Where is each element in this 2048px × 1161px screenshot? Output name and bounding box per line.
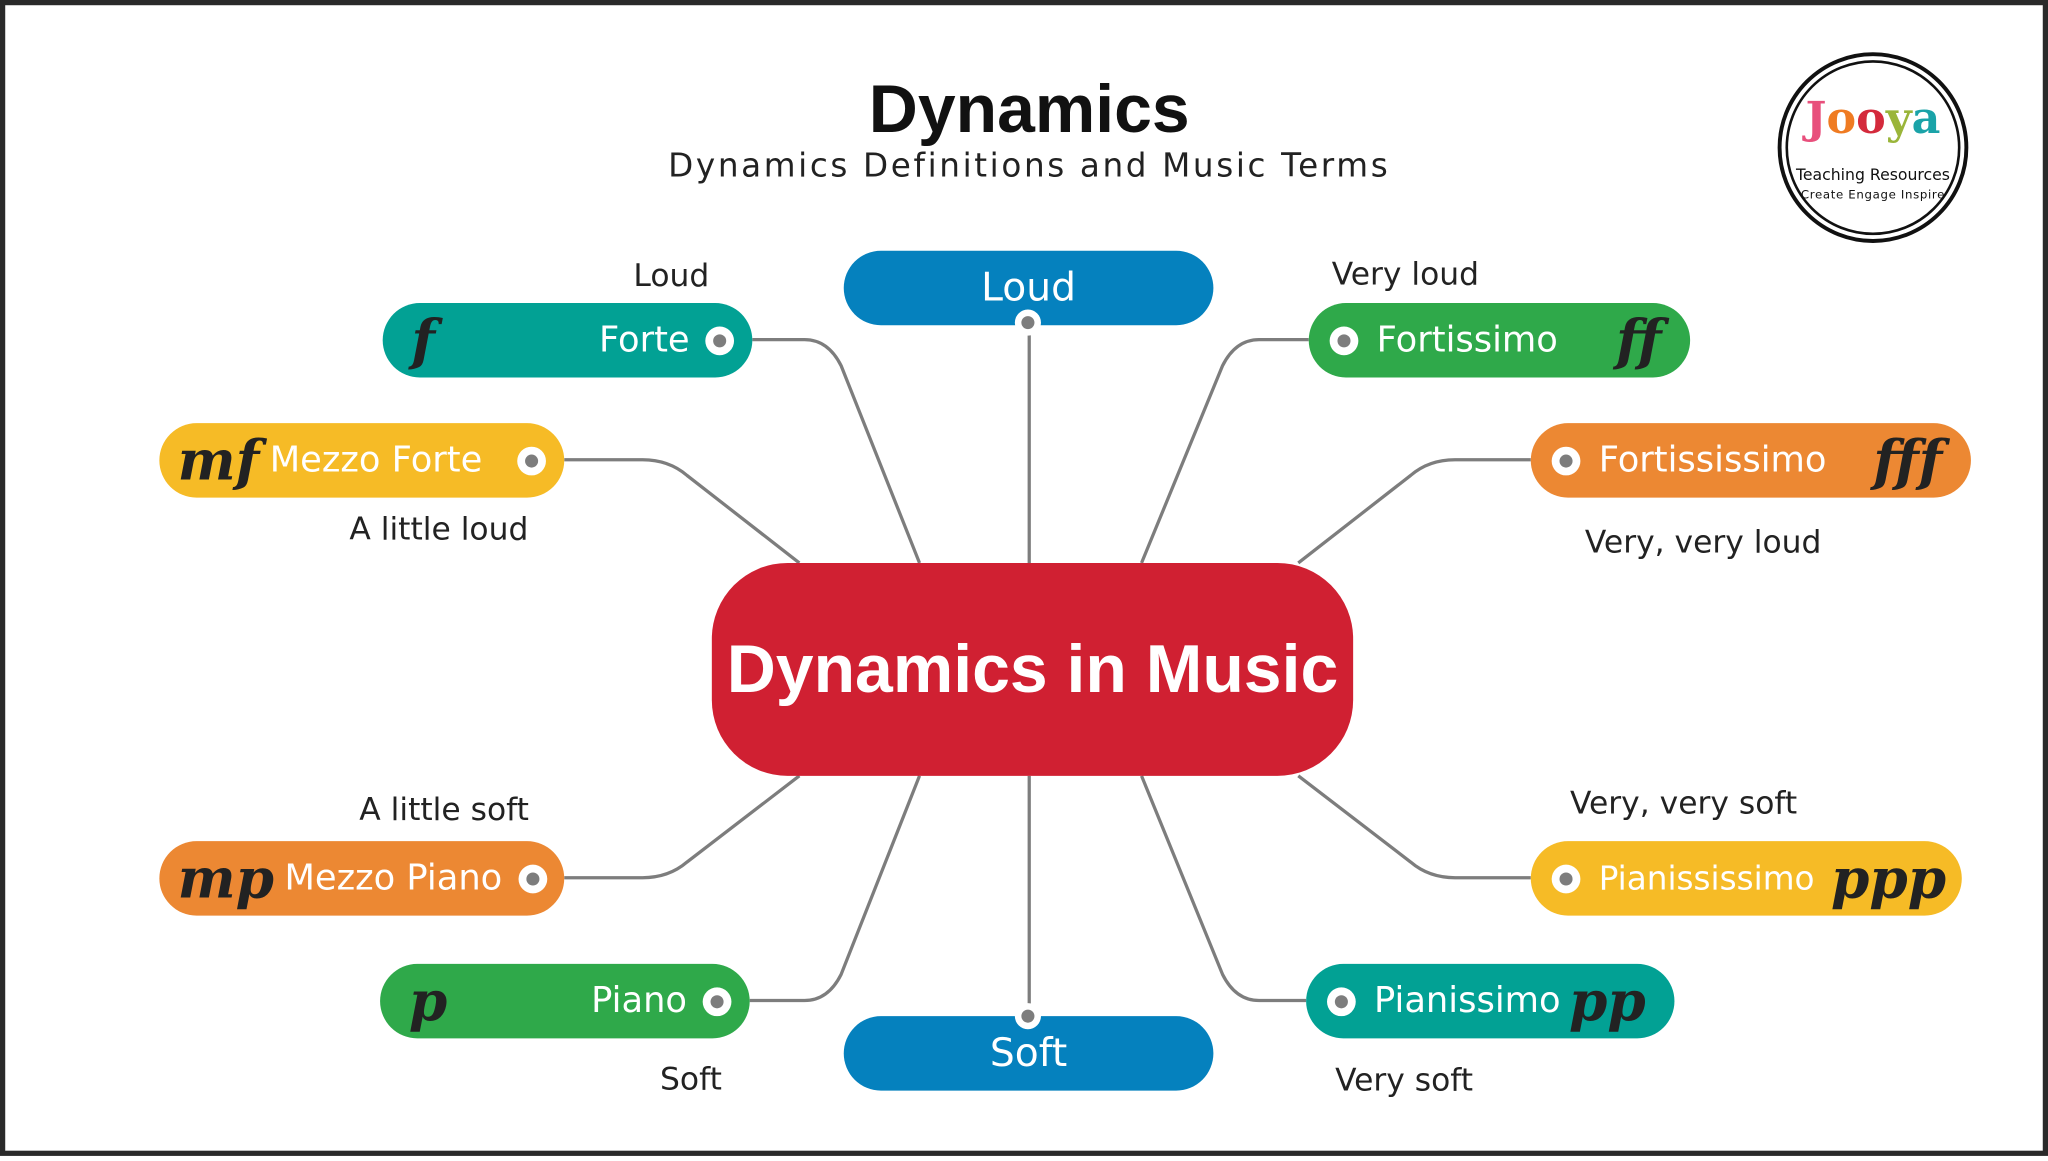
page-subtitle: Dynamics Definitions and Music Terms [668,146,1391,185]
connector-fortissimo [1140,337,1309,564]
node-soft: Soft [843,1003,1214,1091]
node-mezzo-piano: mp Mezzo Piano [159,841,565,916]
node-piano: p Piano [380,963,750,1039]
connector-pianississimo [1297,774,1531,880]
logo-tagline: Teaching Resources [1795,165,1950,185]
connector-piano [749,775,922,1003]
dynamic-symbol: f [411,307,436,372]
dynamic-symbol: mp [177,845,275,910]
connector-mezzo-forte [564,458,801,565]
node-fortissimo: Fortissimo ff [1308,303,1691,378]
dynamic-symbol: mf [177,427,260,492]
node-label: Loud [981,265,1076,311]
dynamic-symbol: pp [1568,968,1646,1033]
connector-dot-icon [1014,309,1041,336]
connector-dot-icon [1014,1003,1041,1030]
connector-pianissimo [1140,775,1307,1003]
dynamic-symbol: ppp [1831,845,1947,910]
connector-dot-icon [517,446,546,475]
node-mezzo-forte: mf Mezzo Forte [159,423,565,498]
meaning-mezzo-forte: A little loud [349,510,529,548]
node-label: Pianississimo [1598,859,1815,898]
jooya-logo: Jooya Teaching Resources Create Engage I… [1777,52,1969,243]
meaning-piano: Soft [660,1060,722,1098]
logo-wordmark: Jooya [1805,92,1941,145]
node-label: Forte [598,319,690,361]
logo-motto: Create Engage Inspire [1800,189,1945,203]
meaning-forte: Loud [633,257,710,294]
dynamic-symbol: fff [1873,427,1943,492]
connector-dot-icon [705,325,735,355]
connector-dot-icon [1551,446,1581,475]
node-label: Pianissimo [1374,980,1561,1022]
node-label: Fortississimo [1598,440,1827,481]
connector-dot-icon [1327,986,1356,1016]
dynamic-symbol: ff [1615,307,1662,372]
central-node: Dynamics in Music [711,562,1354,776]
meaning-pianissimo: Very soft [1335,1061,1474,1099]
meaning-mezzo-piano: A little soft [359,791,529,829]
connector-fortississimo [1297,458,1531,565]
node-loud: Loud [843,250,1214,336]
connector-dot-icon [517,863,547,893]
node-label: Mezzo Piano [284,858,503,899]
node-label: Piano [591,980,688,1022]
connector-forte [752,337,922,564]
dynamic-symbol: p [408,968,448,1033]
connector-dot-icon [1551,863,1581,893]
connector-mezzo-piano [564,774,801,880]
connector-dot-icon [1329,325,1359,355]
connector-lines [564,323,1531,1017]
node-label: Fortissimo [1376,319,1558,361]
meaning-fortissimo: Very loud [1331,255,1480,293]
node-pianississimo: Pianississimo ppp [1530,841,1962,916]
page-title: Dynamics [868,71,1190,148]
node-fortississimo: Fortississimo fff [1530,423,1971,498]
node-pianissimo: Pianissimo pp [1306,963,1675,1039]
meaning-pianississimo: Very, very soft [1569,784,1798,822]
node-forte: f Forte [382,303,753,378]
connector-dot-icon [702,986,732,1016]
node-label: Mezzo Forte [269,440,483,481]
node-label: Soft [989,1030,1068,1077]
meaning-fortississimo: Very, very loud [1584,523,1822,561]
